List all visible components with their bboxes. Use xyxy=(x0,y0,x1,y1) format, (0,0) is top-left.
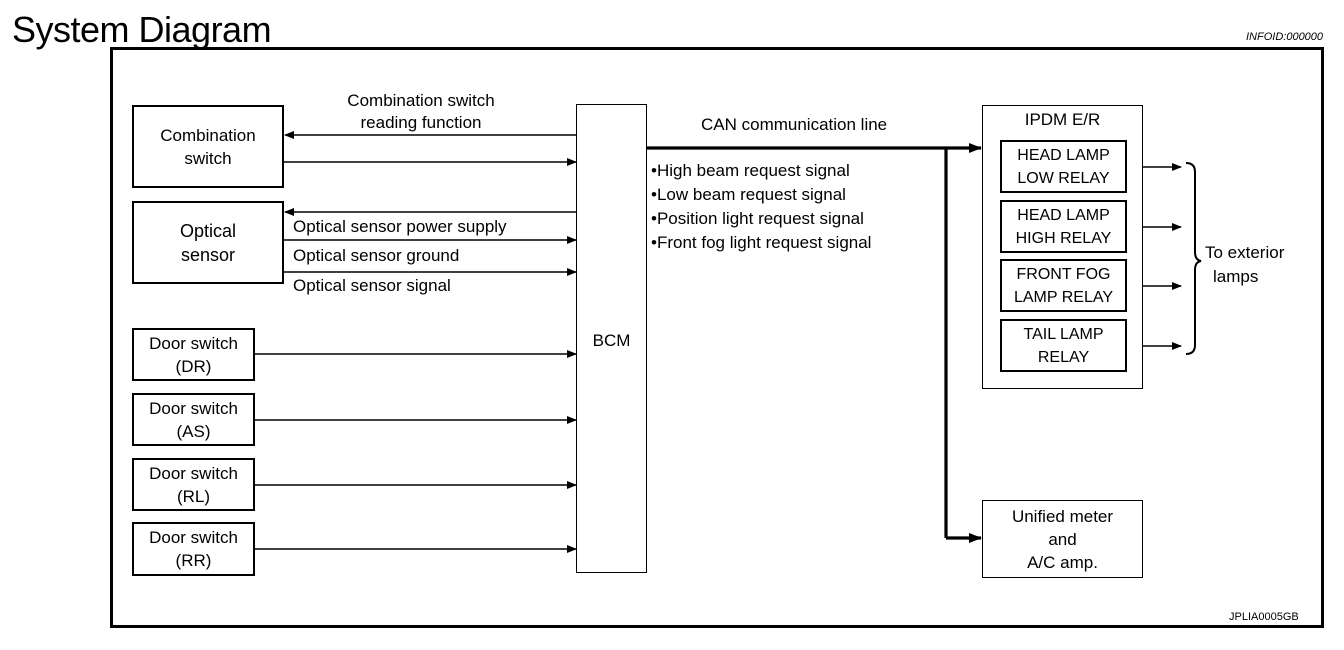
can-signal-item: •Low beam request signal xyxy=(651,185,846,204)
page-title: System Diagram xyxy=(12,9,272,50)
unified-meter-label-3: A/C amp. xyxy=(1027,552,1098,572)
optical-sensor-label-2: sensor xyxy=(180,244,236,265)
door-switch-rl-label-1: Door switch xyxy=(149,463,238,483)
optical-sensor-block: Optical sensor xyxy=(132,201,284,284)
to-exterior-line-2: lamps xyxy=(1213,267,1259,286)
ipdm-er-label: IPDM E/R xyxy=(1024,110,1101,129)
door-switch-dr-block: Door switch (DR) xyxy=(132,328,255,381)
door-switch-rr-label-2: (RR) xyxy=(175,551,212,570)
relay-label-line-2: HIGH RELAY xyxy=(1015,229,1112,247)
can-line-label: CAN communication line xyxy=(701,115,888,134)
door-switch-rl-block: Door switch (RL) xyxy=(132,458,255,511)
relay-front-fog-lamp: FRONT FOG LAMP RELAY xyxy=(1000,259,1127,312)
optical-ground-label: Optical sensor ground xyxy=(293,246,460,265)
relay-label-line-1: HEAD LAMP xyxy=(1017,146,1110,164)
relay-label-line-1: HEAD LAMP xyxy=(1017,206,1110,224)
unified-meter-label-2: and xyxy=(1048,529,1077,549)
door-switch-rr-block: Door switch (RR) xyxy=(132,522,255,576)
can-signal-item: •High beam request signal xyxy=(651,161,850,180)
door-switch-as-block: Door switch (AS) xyxy=(132,393,255,446)
optical-power-label: Optical sensor power supply xyxy=(293,217,507,236)
door-switch-as-label-1: Door switch xyxy=(149,398,238,418)
can-signal-item: •Position light request signal xyxy=(651,209,864,228)
to-exterior-line-1: To exterior xyxy=(1205,243,1285,262)
to-exterior-lamps-label: To exterior lamps xyxy=(1205,241,1284,289)
can-signal-item: •Front fog light request signal xyxy=(651,233,872,252)
bcm-label: BCM xyxy=(592,331,631,350)
relay-label-line-2: RELAY xyxy=(1037,348,1090,366)
info-id: INFOID:000000 xyxy=(1246,31,1324,43)
can-signal-list: •High beam request signal •Low beam requ… xyxy=(651,159,871,255)
door-switch-as-label-2: (AS) xyxy=(176,421,211,441)
relay-label-line-1: TAIL LAMP xyxy=(1023,325,1104,343)
exterior-brace xyxy=(1185,162,1202,355)
combination-switch-label-2: switch xyxy=(184,148,232,168)
relay-tail-lamp: TAIL LAMP RELAY xyxy=(1000,319,1127,372)
bcm-block: BCM xyxy=(576,104,647,573)
relay-label-line-1: FRONT FOG xyxy=(1016,265,1111,283)
door-switch-dr-label-2: (DR) xyxy=(175,356,212,376)
relay-head-lamp-high: HEAD LAMP HIGH RELAY xyxy=(1000,200,1127,253)
unified-meter-block: Unified meter and A/C amp. xyxy=(982,500,1143,578)
door-switch-dr-label-1: Door switch xyxy=(149,333,238,353)
combination-reading-line-2: reading function xyxy=(360,113,482,132)
optical-sensor-label-1: Optical xyxy=(179,220,237,241)
figure-code: JPLIA0005GB xyxy=(1229,611,1299,623)
door-switch-rr-label-1: Door switch xyxy=(149,528,238,547)
diagram-frame xyxy=(110,47,1324,628)
combination-switch-block: Combination switch xyxy=(132,105,284,188)
relay-head-lamp-low: HEAD LAMP LOW RELAY xyxy=(1000,140,1127,193)
unified-meter-label-1: Unified meter xyxy=(1011,506,1114,526)
optical-signal-label: Optical sensor signal xyxy=(293,276,451,295)
combination-switch-label-1: Combination xyxy=(160,125,256,145)
door-switch-rl-label-2: (RL) xyxy=(176,486,211,506)
combination-reading-label: Combination switch reading function xyxy=(340,90,502,134)
relay-label-line-2: LOW RELAY xyxy=(1017,169,1110,187)
combination-reading-line-1: Combination switch xyxy=(347,91,495,110)
relay-label-line-2: LAMP RELAY xyxy=(1013,288,1113,306)
